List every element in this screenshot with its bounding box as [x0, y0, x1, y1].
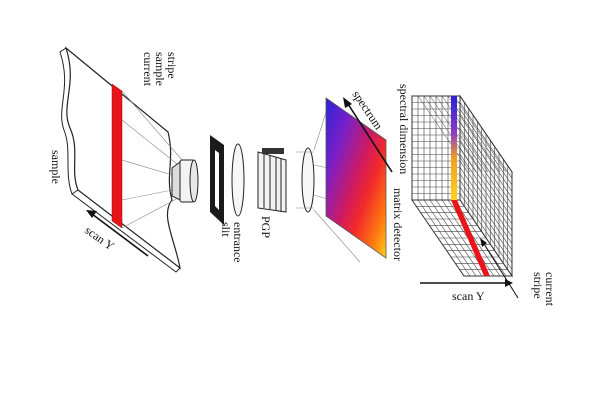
focusing-lens-icon [301, 147, 315, 213]
cube-grid-line [417, 199, 471, 277]
cube-grid-line [435, 95, 489, 173]
cube-grid-line [459, 147, 513, 225]
cube-grid-line [459, 108, 513, 186]
current-stripe-pointer [480, 238, 519, 299]
sample-scan-y-arrow [86, 210, 149, 257]
spectrum-arrow [343, 97, 393, 173]
entrance-slit-label: entrance slit [219, 222, 245, 263]
hyperspectral-data-cube [411, 94, 513, 278]
cube-current-stripe [451, 96, 490, 276]
matrix-detector-label: matrix detector [391, 188, 405, 261]
cube-grid-line [441, 95, 495, 173]
cube-grid-line [459, 134, 513, 212]
cube-grid-line [459, 102, 513, 179]
svg-text:slit: slit [219, 222, 233, 237]
current-stripe-label: current stripe [531, 272, 557, 307]
sample-sheet [59, 46, 181, 273]
cube-grid-line [459, 141, 513, 218]
svg-text:entrance: entrance [231, 222, 245, 263]
cube-grid-line [459, 180, 513, 257]
cube-grid-line [429, 199, 483, 277]
cube-scan-y-arrow [420, 279, 513, 287]
cube-grid-line [459, 128, 513, 205]
svg-text:current: current [141, 52, 155, 87]
current-sample-stripe [111, 83, 123, 229]
cube-grid-line [459, 167, 513, 244]
cube-grid-line [459, 186, 513, 264]
cube-grid-line [423, 199, 477, 277]
svg-text:stripe: stripe [531, 272, 545, 299]
entrance-slit-icon [210, 135, 224, 225]
scan-y-label-right: scan Y [452, 289, 485, 303]
sample-label: sample [49, 150, 63, 184]
pgp-prism-grating-prism-icon [257, 148, 287, 213]
cube-grid-line [453, 95, 507, 173]
cube-grid-line [459, 160, 513, 238]
cube-grid-line [459, 115, 513, 192]
svg-text:sample: sample [153, 52, 167, 86]
current-sample-stripe-label: current sample stripe [141, 52, 179, 87]
objective-lens-icon [171, 159, 199, 203]
pgp-label: PGP [259, 216, 273, 238]
scan-y-label-left: scan Y [82, 223, 117, 253]
cube-grid-line [459, 193, 513, 270]
svg-text:stripe: stripe [165, 52, 179, 79]
svg-text:current: current [543, 272, 557, 307]
collimator-lens-icon [231, 143, 245, 217]
spectral-dimension-label: spectral dimension [397, 84, 411, 174]
cube-grid-line [423, 95, 477, 173]
matrix-detector [325, 97, 387, 259]
cube-grid-line [459, 173, 513, 251]
cube-grid-line [459, 154, 513, 231]
cube-grid-line [417, 95, 471, 173]
